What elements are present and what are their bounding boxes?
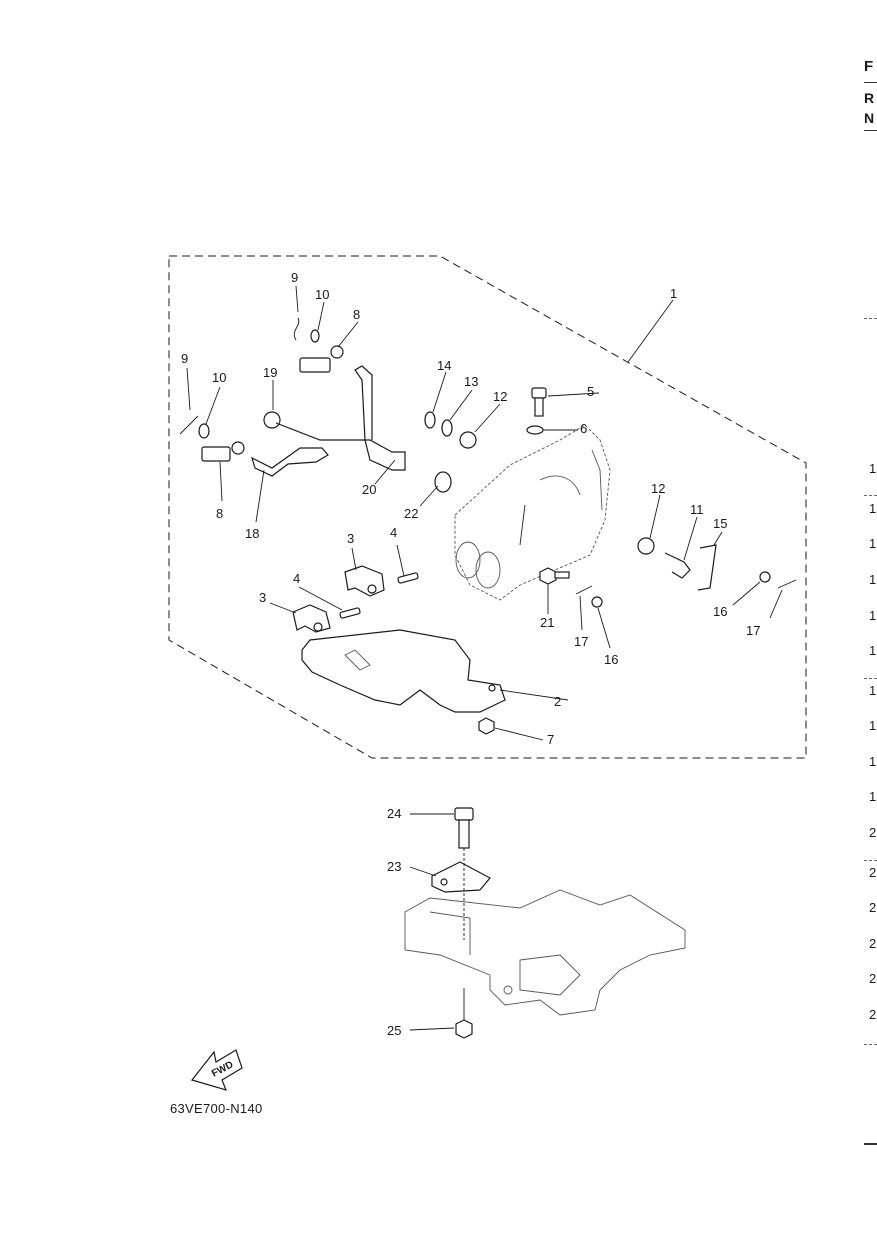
link-rod-15 — [697, 544, 717, 591]
callout-4-upper: 4 — [390, 525, 397, 540]
link-clip-upper — [344, 565, 385, 597]
edge-row-number: 1 — [869, 789, 877, 804]
callout-15: 15 — [713, 516, 727, 531]
edge-heading-1: F — [864, 58, 874, 75]
bolt-5 — [531, 387, 547, 417]
callout-7: 7 — [547, 732, 554, 747]
callout-17-right: 17 — [746, 623, 760, 638]
edge-row-number: 2 — [869, 1007, 877, 1022]
edge-row-number: 1 — [869, 643, 877, 658]
callout-25: 25 — [387, 1023, 401, 1038]
nut-7 — [478, 717, 495, 735]
edge-row-number: 1 — [869, 754, 877, 769]
callout-18: 18 — [245, 526, 259, 541]
callout-22: 22 — [404, 506, 418, 521]
callout-10-upper: 10 — [315, 287, 329, 302]
edge-heading-2: R — [864, 90, 875, 106]
callout-19: 19 — [263, 365, 277, 380]
edge-row-number: 2 — [869, 971, 877, 986]
callout-24: 24 — [387, 806, 401, 821]
edge-row-number: 1 — [869, 718, 877, 733]
callout-10-lower: 10 — [212, 370, 226, 385]
bolt-24 — [454, 807, 474, 849]
washer-10-lower — [198, 423, 210, 439]
callout-5: 5 — [587, 384, 594, 399]
forward-arrow-icon: FWD — [190, 1049, 243, 1091]
leader-lines — [186, 285, 783, 1031]
callout-11: 11 — [690, 502, 704, 517]
plate-23 — [431, 861, 491, 893]
link-joint-upper — [299, 345, 344, 373]
pin-lower — [339, 607, 361, 619]
edge-row-number: 1 — [869, 501, 877, 516]
callout-23: 23 — [387, 859, 401, 874]
clip-9-lower — [179, 415, 199, 435]
callout-1: 1 — [670, 286, 677, 301]
edge-row-number: 1 — [869, 461, 877, 476]
callout-8-lower: 8 — [216, 506, 223, 521]
callout-14: 14 — [437, 358, 451, 373]
edge-row-number: 2 — [869, 865, 877, 880]
pin-17-right — [777, 579, 797, 589]
collar-19 — [263, 411, 281, 429]
callout-3-upper: 3 — [347, 531, 354, 546]
bracket-plate — [301, 629, 506, 713]
washer-14 — [424, 411, 436, 429]
edge-row-number: 2 — [869, 936, 877, 951]
callout-9-upper: 9 — [291, 270, 298, 285]
nut-25 — [455, 1019, 473, 1039]
callout-20: 20 — [362, 482, 376, 497]
mount-base-ghost — [404, 889, 686, 1016]
edge-heading-3: N — [864, 110, 875, 126]
shaft-20 — [275, 365, 406, 471]
bushing-22 — [434, 471, 452, 493]
link-11 — [664, 552, 691, 579]
edge-row-number: 2 — [869, 825, 877, 840]
washer-10-upper — [310, 329, 320, 343]
callout-2: 2 — [554, 694, 561, 709]
callout-12-upper: 12 — [493, 389, 507, 404]
reference-code: 63VE700-N140 — [170, 1101, 263, 1116]
link-clip-lower — [292, 604, 331, 633]
callout-8-upper: 8 — [353, 307, 360, 322]
callout-3-lower: 3 — [259, 590, 266, 605]
callout-17-left: 17 — [574, 634, 588, 649]
washer-16-left — [591, 596, 603, 608]
callout-12-lower: 12 — [651, 481, 665, 496]
callout-4-lower: 4 — [293, 571, 300, 586]
callout-16-right: 16 — [713, 604, 727, 619]
edge-row-number: 1 — [869, 608, 877, 623]
engine-ghost-outline — [454, 424, 611, 601]
clip-9-upper — [293, 317, 300, 341]
callout-9-lower: 9 — [181, 351, 188, 366]
washer-16-right — [759, 571, 771, 583]
kit-boundary — [168, 255, 807, 759]
pin-17-left — [575, 585, 593, 595]
callout-13: 13 — [464, 374, 478, 389]
bushing-12-upper — [459, 431, 477, 449]
edge-row-number: 1 — [869, 683, 877, 698]
edge-row-number: 2 — [869, 900, 877, 915]
edge-row-number: 1 — [869, 536, 877, 551]
callout-21: 21 — [540, 615, 554, 630]
washer-13 — [441, 419, 453, 437]
bushing-12-lower — [637, 537, 655, 555]
washer-6 — [526, 425, 544, 435]
pin-upper — [397, 572, 419, 584]
callout-numbers: 1 2 3 3 4 4 5 6 7 8 8 9 9 10 10 11 12 12… — [181, 270, 760, 1038]
edge-row-number: 1 — [869, 572, 877, 587]
callout-6: 6 — [580, 421, 587, 436]
bolt-21 — [539, 567, 570, 585]
link-joint-lower — [201, 441, 245, 462]
callout-16-left: 16 — [604, 652, 618, 667]
